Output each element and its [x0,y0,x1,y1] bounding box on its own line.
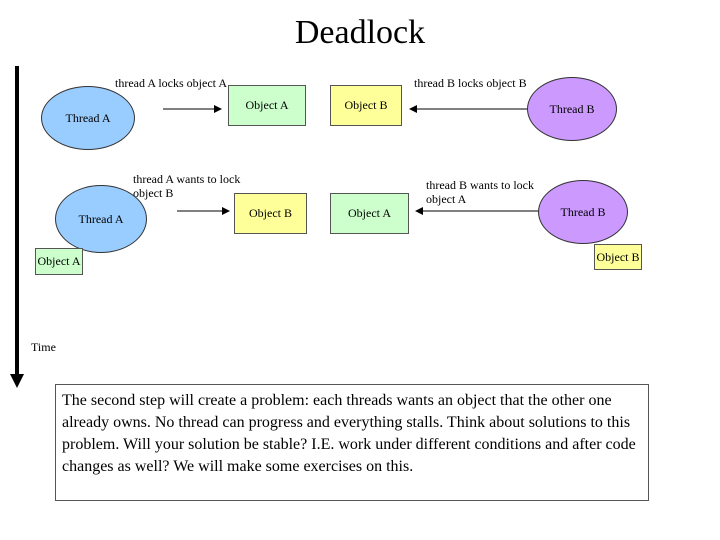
thread-a-label: Thread A [78,211,124,226]
time-axis-label: Time [31,340,56,354]
object-a-box-step2: Object A [330,193,409,234]
thread-b-label: Thread B [560,204,606,219]
time-axis-arrowhead [10,374,24,388]
thread-b-label: Thread B [549,101,595,116]
label-thread-a-wants-object-b: thread A wants to lock object B [133,172,241,200]
held-object-a-box: Object A [35,248,83,275]
held-object-b-label: Object B [596,249,640,264]
thread-b-node-step2: Thread B [538,180,628,244]
held-object-a-label: Object A [37,254,81,268]
page-title: Deadlock [294,14,426,51]
object-a-label: Object A [245,98,289,112]
label-thread-b-wants-object-a: thread B wants to lock object A [426,178,534,206]
explanation-textbox: The second step will create a problem: e… [55,384,649,501]
thread-b-node-step1: Thread B [527,77,617,141]
object-a-label: Object A [348,206,391,220]
label-thread-a-locks-object-a: thread A locks object A [115,76,227,90]
thread-a-node-step1: Thread A [41,86,135,150]
object-b-label: Object B [249,206,292,220]
thread-a-node-step2: Thread A [55,185,147,253]
label-thread-b-locks-object-b: thread B locks object B [414,76,527,90]
object-a-box-step1: Object A [228,85,306,126]
thread-a-label: Thread A [65,110,111,125]
held-object-b-box: Object B [594,244,642,270]
object-b-label: Object B [344,98,388,112]
object-b-box-step1: Object B [330,85,402,126]
object-b-box-step2: Object B [234,193,307,234]
